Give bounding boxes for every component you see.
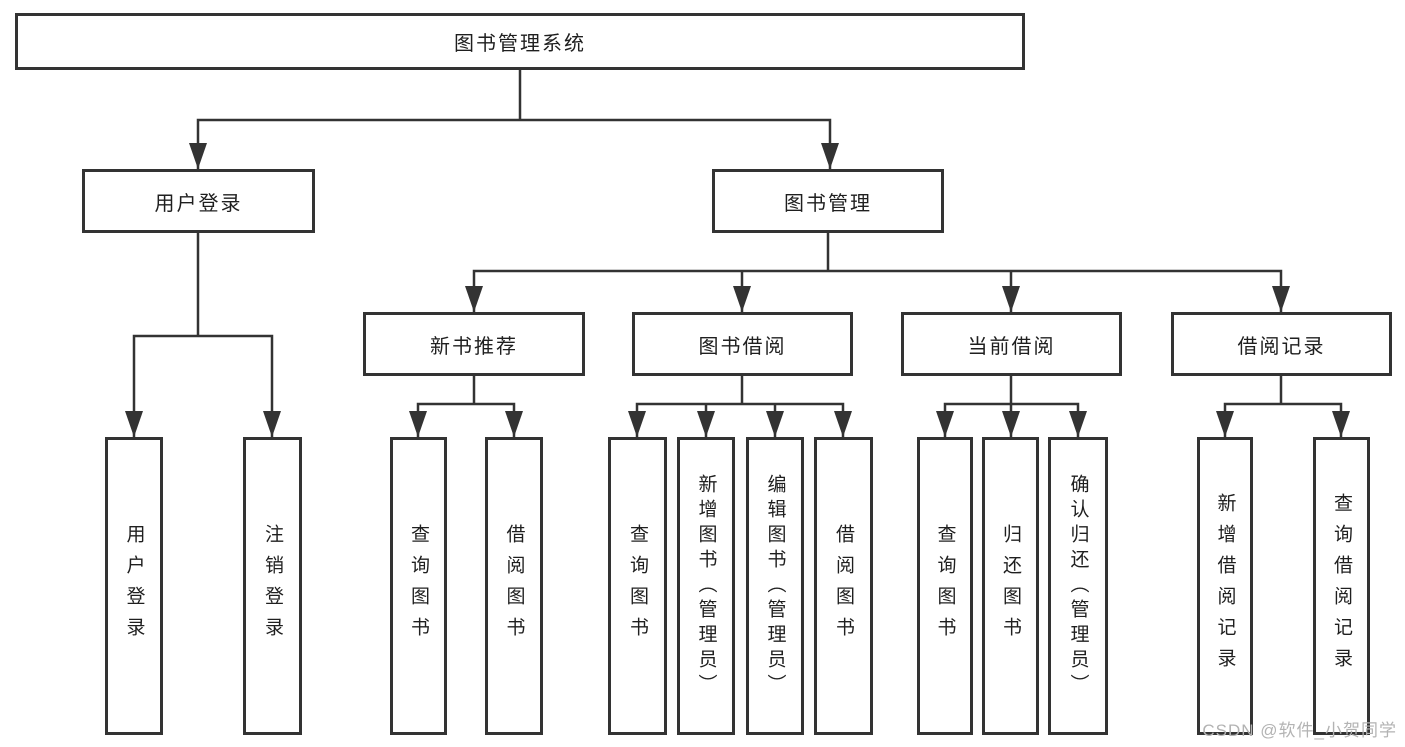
leaf-return-books: 归还图书	[982, 437, 1039, 735]
connector-newbookrec-to-leaves	[416, 376, 516, 437]
node-book-borrowing: 图书借阅	[632, 312, 853, 376]
leaf-confirm-return-admin: 确认归还（管理员）	[1048, 437, 1108, 735]
connector-bookmgmt-to-level3	[472, 233, 1283, 312]
node-library-management-system: 图书管理系统	[15, 13, 1025, 70]
leaf-query-books: 查询图书	[390, 437, 447, 735]
leaf-borrow-books: 借阅图书	[814, 437, 873, 735]
leaf-query-books: 查询图书	[608, 437, 667, 735]
node-borrowing-records: 借阅记录	[1171, 312, 1392, 376]
leaf-logout: 注销登录	[243, 437, 302, 735]
leaf-query-borrow-record: 查询借阅记录	[1313, 437, 1370, 735]
leaf-query-books: 查询图书	[917, 437, 973, 735]
leaf-edit-books-admin: 编辑图书（管理员）	[746, 437, 804, 735]
node-book-management: 图书管理	[712, 169, 944, 233]
connector-userlogin-to-leaves	[132, 233, 274, 437]
arrowheads	[125, 143, 1350, 437]
leaf-add-borrow-record: 新增借阅记录	[1197, 437, 1253, 735]
csdn-watermark: CSDN @软件_小贺同学	[1202, 721, 1397, 740]
leaf-add-books-admin: 新增图书（管理员）	[677, 437, 735, 735]
connector-root-to-level2	[196, 70, 832, 169]
node-new-book-recommendation: 新书推荐	[363, 312, 585, 376]
leaf-user-login: 用户登录	[105, 437, 163, 735]
connector-bookborrow-to-leaves	[635, 376, 845, 437]
node-user-login: 用户登录	[82, 169, 315, 233]
node-current-borrowing: 当前借阅	[901, 312, 1122, 376]
connector-borrowrecords-to-leaves	[1223, 376, 1343, 437]
leaf-borrow-books: 借阅图书	[485, 437, 543, 735]
